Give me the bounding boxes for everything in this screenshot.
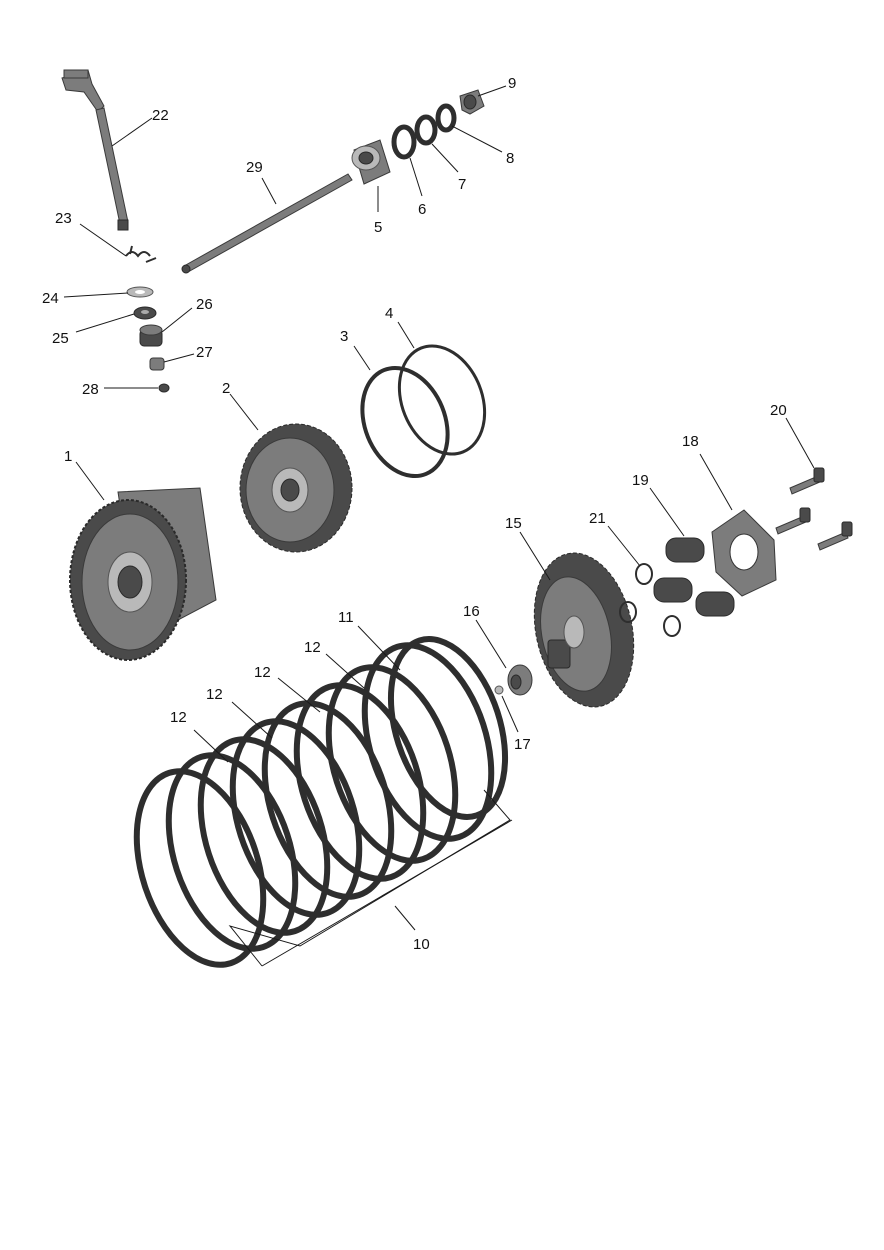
part-27-needle-bearing bbox=[149, 357, 165, 371]
part-8-washer bbox=[435, 103, 457, 133]
part-24-washer bbox=[126, 286, 154, 298]
callout-7: 7 bbox=[458, 176, 466, 193]
callout-6: 6 bbox=[418, 201, 426, 218]
part-7-washer bbox=[414, 114, 438, 146]
callout-26: 26 bbox=[196, 296, 213, 313]
callout-2: 2 bbox=[222, 380, 230, 397]
part-16-bearing bbox=[507, 664, 533, 696]
part-19-springs bbox=[653, 537, 735, 617]
part-26-bearing bbox=[139, 324, 163, 347]
plate-stack bbox=[133, 636, 509, 968]
part-9-nut bbox=[459, 89, 485, 115]
callout-22: 22 bbox=[152, 107, 169, 124]
callout-23: 23 bbox=[55, 210, 72, 227]
callouts: 1 2 3 4 5 6 7 8 9 10 11 12 12 12 12 15 1… bbox=[42, 75, 787, 953]
callout-3: 3 bbox=[340, 328, 348, 345]
callout-4: 4 bbox=[385, 305, 393, 322]
callout-12d: 12 bbox=[170, 709, 187, 726]
callout-20: 20 bbox=[770, 402, 787, 419]
part-17-ball bbox=[494, 685, 504, 695]
callout-12a: 12 bbox=[304, 639, 321, 656]
part-1-clutch-basket bbox=[69, 487, 217, 661]
callout-24: 24 bbox=[42, 290, 59, 307]
part-3-o-ring bbox=[360, 365, 450, 479]
callout-25: 25 bbox=[52, 330, 69, 347]
callout-12c: 12 bbox=[206, 686, 223, 703]
callout-8: 8 bbox=[506, 150, 514, 167]
callout-12b: 12 bbox=[254, 664, 271, 681]
part-29-push-rod bbox=[181, 173, 353, 274]
callout-17: 17 bbox=[514, 736, 531, 753]
callout-21: 21 bbox=[589, 510, 606, 527]
callout-16: 16 bbox=[463, 603, 480, 620]
callout-15: 15 bbox=[505, 515, 522, 532]
part-18-spring-plate bbox=[711, 509, 777, 597]
callout-11: 11 bbox=[338, 609, 354, 626]
callout-19: 19 bbox=[632, 472, 649, 489]
part-22-release-shaft bbox=[61, 69, 129, 231]
part-2-clutch-hub bbox=[239, 423, 353, 553]
callout-1: 1 bbox=[64, 448, 72, 465]
callout-5: 5 bbox=[374, 219, 382, 236]
part-25-seal bbox=[133, 306, 157, 320]
callout-28: 28 bbox=[82, 381, 99, 398]
part-4-o-ring bbox=[397, 344, 487, 456]
callout-29: 29 bbox=[246, 159, 263, 176]
leader-lines bbox=[63, 85, 815, 967]
part-6-washer bbox=[391, 124, 417, 160]
part-23-spring bbox=[125, 245, 157, 263]
part-15-pressure-plate bbox=[533, 552, 635, 708]
callout-18: 18 bbox=[682, 433, 699, 450]
callout-9: 9 bbox=[508, 75, 516, 92]
part-5-bush bbox=[351, 139, 391, 185]
part-21-circlips bbox=[619, 563, 681, 637]
callout-10: 10 bbox=[413, 936, 430, 953]
callout-27: 27 bbox=[196, 344, 213, 361]
part-20-bolts bbox=[775, 467, 853, 551]
part-28-clip bbox=[158, 383, 170, 393]
